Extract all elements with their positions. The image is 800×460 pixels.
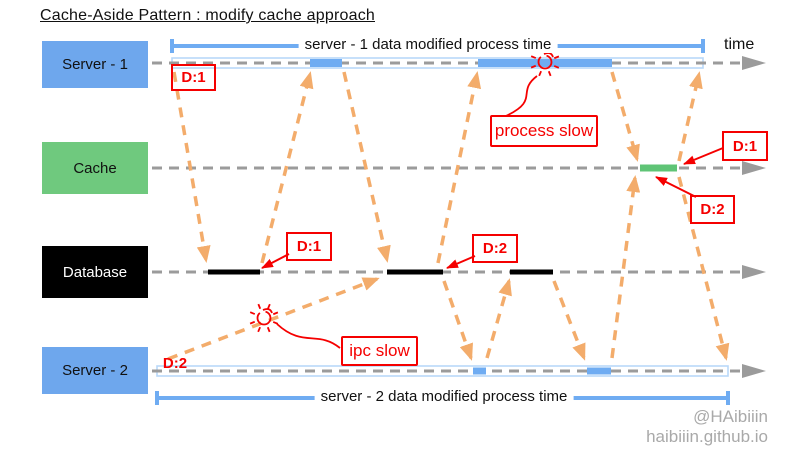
message-arrow (677, 71, 703, 162)
duration-band (171, 57, 704, 69)
burst-ray (538, 70, 542, 77)
timeline-arrow-icon (742, 364, 766, 378)
timeline-arrow-icon (742, 265, 766, 279)
message-arrow (436, 71, 482, 264)
slow-burst-icon (249, 303, 279, 333)
activity-segment (310, 59, 342, 67)
slow-callout-curve (276, 323, 341, 349)
burst-ray (272, 321, 279, 325)
message-arrow (610, 175, 641, 359)
data-label-arrow (655, 176, 697, 198)
burst-ray (249, 311, 256, 315)
activity-segment (387, 269, 443, 275)
burst-ray (548, 47, 552, 54)
message-arrow (172, 71, 211, 263)
burst-ray (266, 326, 271, 333)
activity-segment (478, 59, 612, 67)
activity-segment (640, 164, 677, 172)
burst-ray (257, 326, 261, 333)
message-arrow (552, 280, 586, 361)
data-label-arrow (261, 253, 290, 269)
message-arrow (442, 280, 473, 361)
burst-ray (267, 303, 271, 310)
burst-ray (257, 303, 262, 310)
data-label-arrow (683, 147, 724, 165)
message-arrow (260, 71, 314, 264)
burst-ray (553, 55, 560, 60)
burst-circle (256, 310, 272, 326)
message-arrow (485, 278, 512, 359)
activity-segment (510, 269, 553, 275)
activity-segment (473, 367, 486, 375)
burst-ray (272, 311, 279, 316)
burst-ray (538, 47, 543, 54)
message-arrow (677, 176, 730, 361)
burst-ray (547, 70, 552, 77)
watermark-handle: @HAibiiin (693, 407, 768, 426)
slow-callout-curve (505, 75, 538, 117)
burst-circle (537, 54, 553, 70)
activity-segment (208, 269, 260, 275)
page-title: Cache-Aside Pattern : modify cache appro… (40, 7, 375, 24)
data-label-arrow (446, 255, 476, 269)
burst-ray (530, 55, 537, 59)
message-arrow (342, 71, 391, 263)
message-arrow (610, 71, 640, 162)
watermark: @HAibiiin haibiiin.github.io (646, 407, 768, 447)
burst-hook (262, 308, 273, 314)
time-axis-label: time (724, 36, 755, 53)
burst-ray (530, 64, 537, 69)
activity-segment (587, 367, 611, 375)
watermark-site: haibiiin.github.io (646, 427, 768, 447)
burst-ray (553, 65, 560, 69)
message-arrow (167, 277, 380, 361)
timeline-arrow-icon (742, 161, 766, 175)
burst-ray (249, 320, 256, 325)
burst-hook (543, 52, 554, 58)
timeline-arrow-icon (742, 56, 766, 70)
